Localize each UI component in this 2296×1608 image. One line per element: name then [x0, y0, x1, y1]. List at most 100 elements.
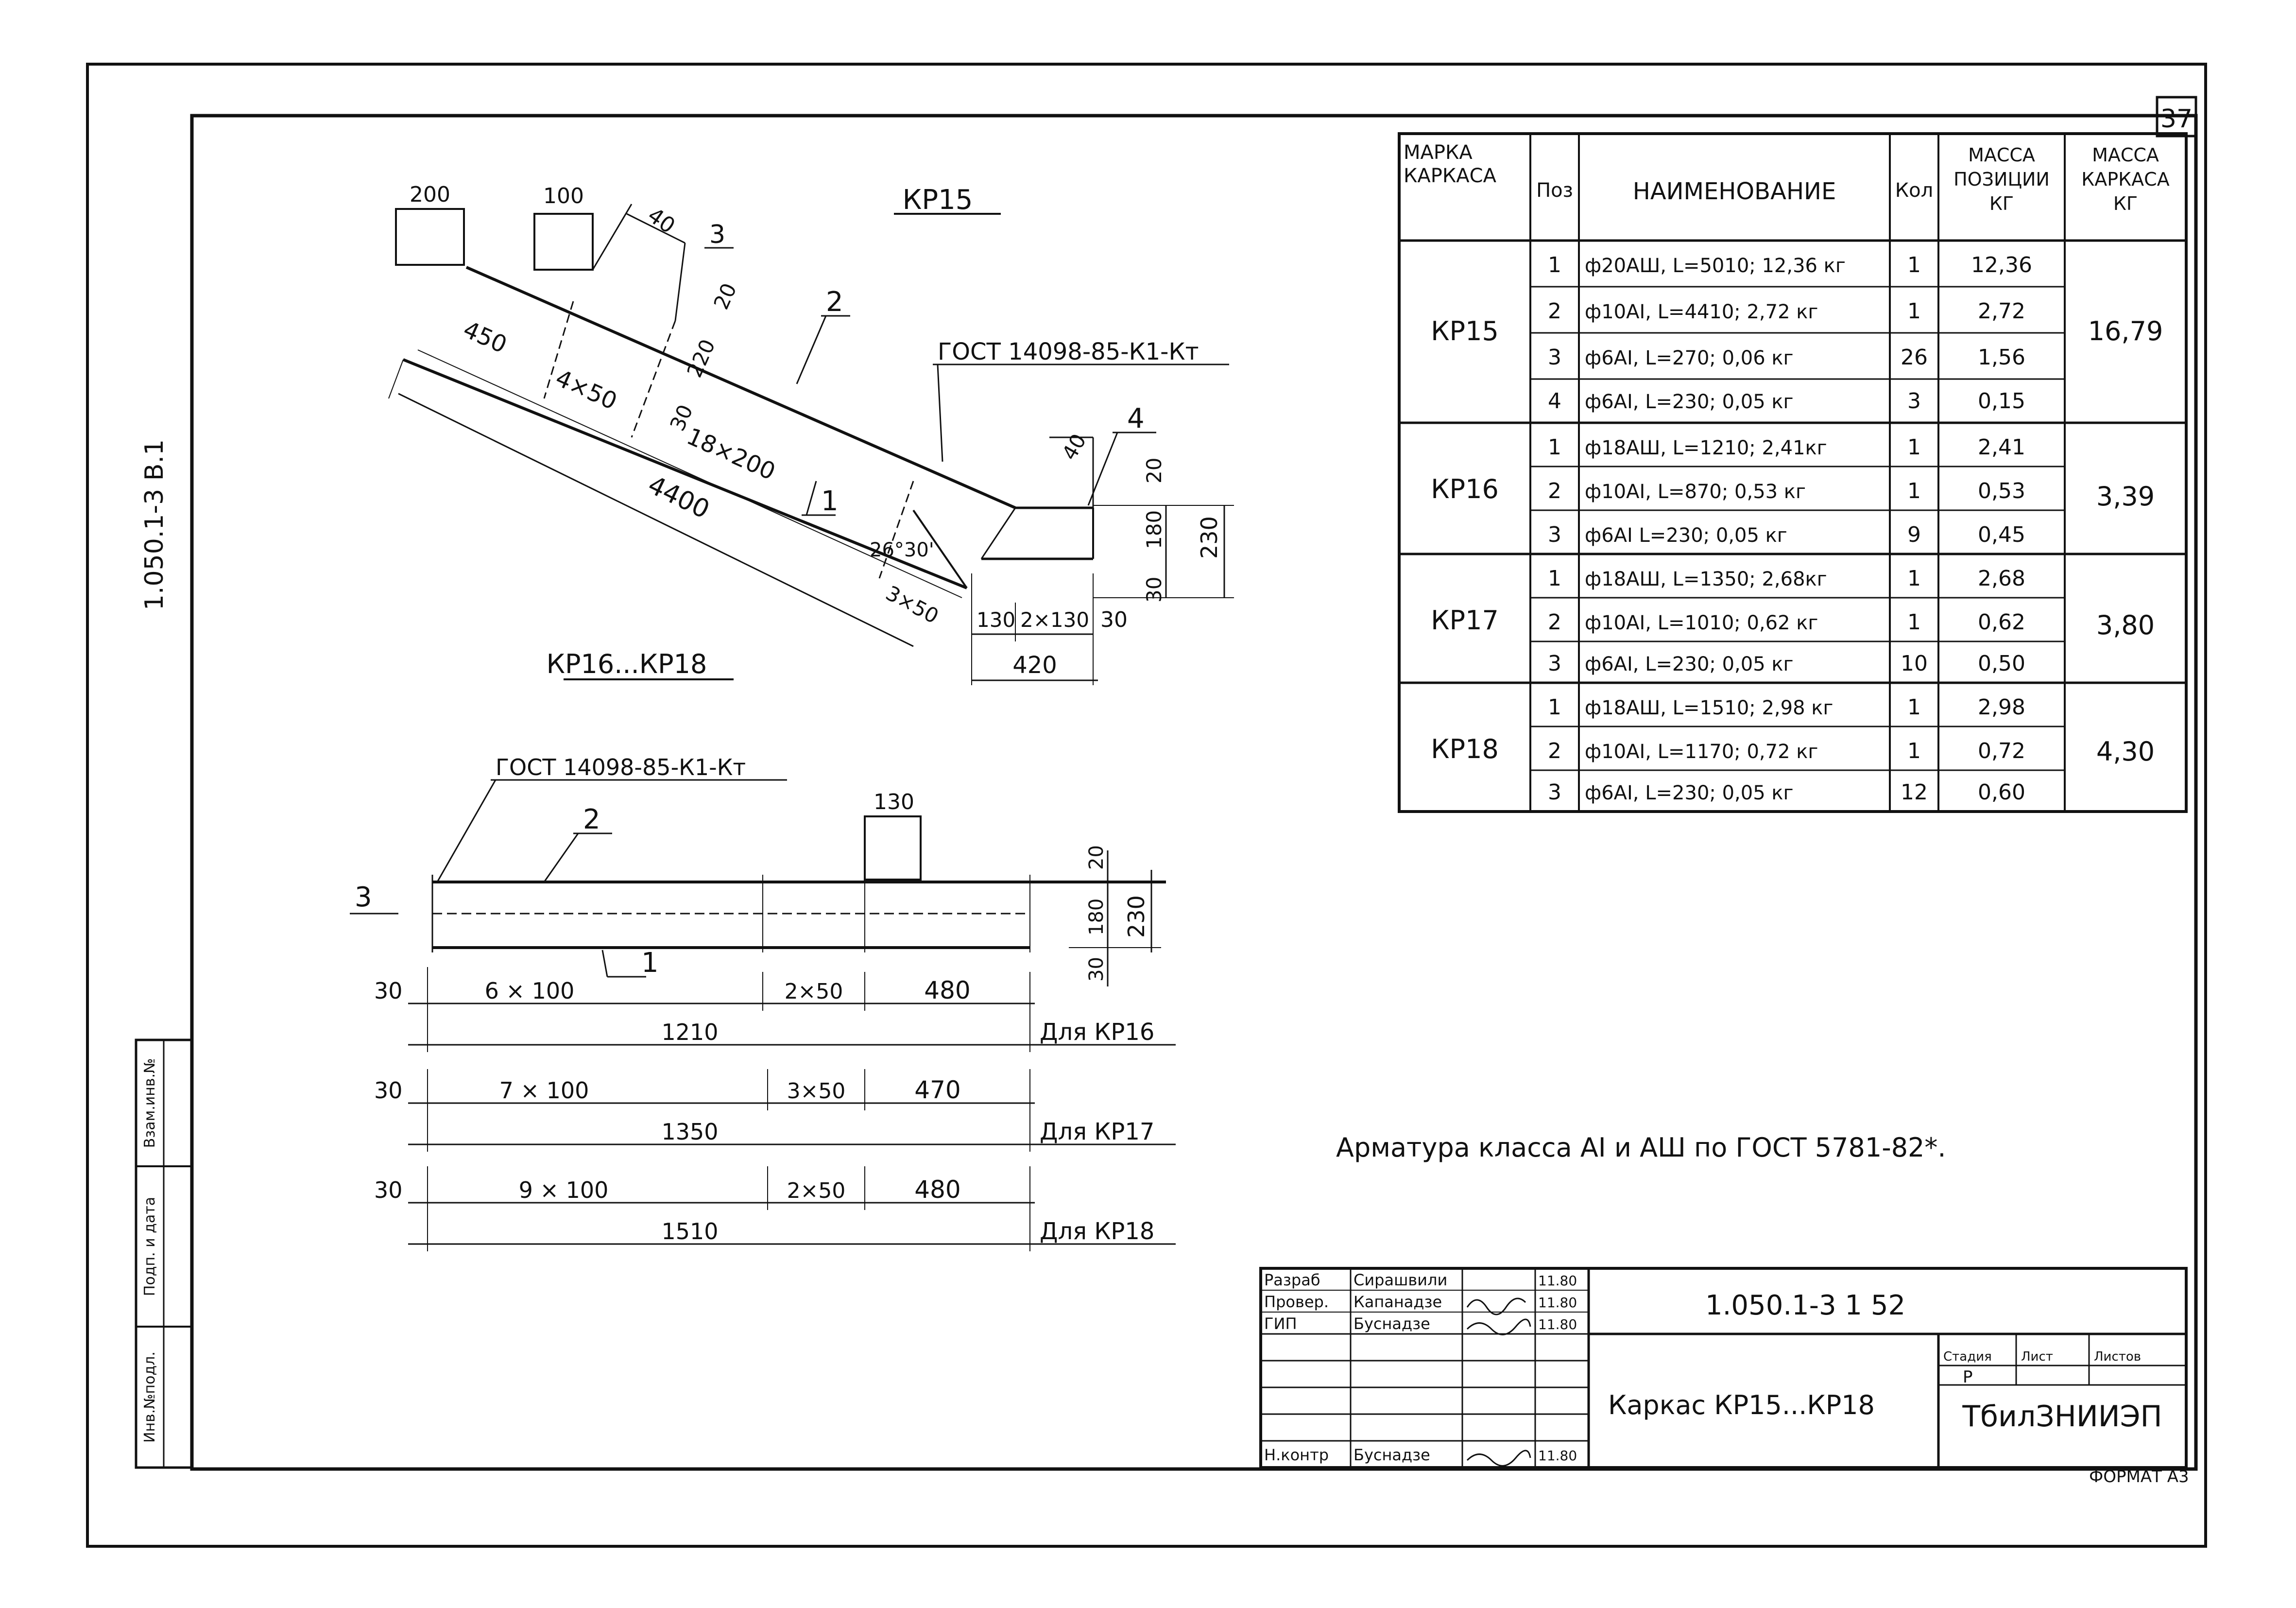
row-qty: 9 [1907, 522, 1921, 547]
row-pos: 2 [1548, 739, 1561, 763]
row-pos: 2 [1548, 610, 1561, 635]
kp15-angle: 26°30' [870, 539, 934, 561]
kp16-18-dim-130: 130 [874, 790, 914, 814]
kp16-18-pos-1: 1 [641, 947, 659, 979]
row2-label: Для КР17 [1040, 1118, 1154, 1145]
kp15-dim-130: 130 [977, 608, 1015, 632]
group-mark: КР16 [1431, 474, 1499, 504]
row-qty: 1 [1907, 566, 1921, 591]
kp15-dim-100: 100 [543, 184, 584, 208]
role-name: Буснадзе [1354, 1314, 1430, 1333]
kp16-18-gost: ГОСТ 14098-85-К1-Кт [496, 754, 746, 780]
signature-3 [1466, 1450, 1531, 1467]
kp15-dim-2x130: 2×130 [1020, 608, 1089, 632]
kp15-dim-220: 220 [682, 336, 720, 381]
stamp-label-2: Подп. и дата [141, 1197, 158, 1296]
row-name: ф6АI, L=270; 0,06 кг [1585, 347, 1794, 369]
kp15-dim-30b: 30 [1100, 607, 1128, 632]
inner-frame [190, 114, 2198, 1471]
kp15-pos-4: 4 [1127, 403, 1145, 434]
row-pos: 2 [1548, 479, 1561, 503]
group-mass: 16,79 [2088, 316, 2163, 346]
organization: ТбилЗНИИЭП [1962, 1400, 2162, 1434]
format-note: ФОРМАТ А3 [2089, 1467, 2189, 1487]
kp15-dim-40: 40 [643, 203, 680, 239]
kp16-18-view: КР16...КР18 ГОСТ 14098-85-К1-Кт 2 3 130 … [350, 649, 1176, 1251]
row-pos: 1 [1548, 253, 1561, 277]
side-code: 1.050.1-3 В.1 [140, 439, 169, 610]
kp15-dim-40b: 40 [1057, 430, 1091, 464]
stamp-label-1: Взам.инв.№ [141, 1058, 158, 1148]
group-mass: 4,30 [2096, 736, 2155, 767]
header-frame-mass: МАССА КАРКАСА КГ [2081, 144, 2170, 214]
row-qty: 1 [1907, 253, 1921, 277]
row-qty: 1 [1907, 610, 1921, 635]
role-name: Буснадзе [1354, 1446, 1430, 1464]
row-mass: 0,15 [1978, 389, 2025, 414]
row1-b: 2×50 [785, 979, 843, 1004]
row2-c: 470 [914, 1076, 960, 1104]
row-name: ф18АШ, L=1510; 2,98 кг [1585, 697, 1833, 719]
row-name: ф10АI, L=1170; 0,72 кг [1585, 741, 1818, 763]
row-mass: 0,62 [1978, 610, 2025, 635]
row-mass: 0,50 [1978, 651, 2025, 676]
row-name: ф6АI, L=230; 0,05 кг [1585, 391, 1794, 413]
kp15-dim-3x50: 3×50 [882, 581, 942, 628]
row-mass: 0,72 [1978, 739, 2025, 763]
group-mark: КР18 [1431, 734, 1499, 764]
header-mark: МАРКА КАРКАСА [1404, 141, 1496, 187]
kp15-dim-420: 420 [1012, 652, 1057, 679]
kp15-dim-20: 20 [709, 279, 741, 313]
row-name: ф10АI, L=1010; 0,62 кг [1585, 612, 1818, 634]
row3-b: 2×50 [787, 1178, 846, 1203]
role-date: 11.80 [1538, 1316, 1577, 1332]
kp15-view: КР15 200 100 40 3 2 ГОСТ 14098-85-К1-Кт [388, 182, 1234, 685]
drawing-title: Каркас КР15...КР18 [1608, 1390, 1875, 1420]
role-label: Разраб [1264, 1271, 1320, 1289]
outer-border [86, 63, 2207, 1548]
header-qty: Кол [1895, 179, 1933, 202]
row-mass: 2,72 [1978, 299, 2025, 324]
row-name: ф10АI, L=870; 0,53 кг [1585, 481, 1806, 503]
row-mass: 2,68 [1978, 566, 2025, 591]
kp16-18-dim-row-1: 30 6 × 100 2×50 480 1210 Для КР16 [374, 967, 1176, 1052]
kp15-pos-1: 1 [821, 485, 839, 517]
kp15-bar-1 [402, 358, 968, 589]
sheet-number-box [2156, 96, 2197, 138]
stage-label: Стадия [1943, 1349, 1992, 1364]
designation: 1.050.1-3 1 52 [1705, 1290, 1905, 1321]
kp15-dim-450: 450 [459, 316, 511, 359]
row-pos: 3 [1548, 522, 1561, 547]
kp16-18-title: КР16...КР18 [547, 649, 707, 679]
group-mark: КР15 [1431, 316, 1499, 346]
row1-30: 30 [374, 978, 403, 1004]
kp15-dim-20b: 20 [1142, 458, 1166, 484]
row3-c: 480 [914, 1176, 960, 1204]
stage-value: Р [1963, 1367, 1973, 1387]
row2-b: 3×50 [787, 1079, 846, 1104]
kp15-bar-2 [465, 266, 1016, 509]
row-mass: 2,41 [1978, 435, 2025, 460]
row1-c: 480 [924, 976, 970, 1004]
row-name: ф6АI, L=230; 0,05 кг [1585, 653, 1794, 675]
row3-total: 1510 [661, 1218, 718, 1245]
row-pos: 3 [1548, 651, 1561, 676]
role-label: ГИП [1264, 1314, 1297, 1333]
row-name: ф18АШ, L=1350; 2,68кг [1585, 568, 1827, 590]
row-mass: 0,60 [1978, 780, 2025, 805]
row-name: ф10АI, L=4410; 2,72 кг [1585, 301, 1818, 323]
kp15-dim-30c: 30 [1142, 577, 1166, 603]
left-stamp: Взам.инв.№ Подп. и дата Инв.№подл. [135, 1038, 193, 1469]
signature-1 [1466, 1297, 1526, 1315]
row3-label: Для КР18 [1040, 1218, 1154, 1245]
kp15-title: КР15 [903, 184, 973, 216]
role-name: Капанадзе [1354, 1293, 1442, 1311]
row-mass: 2,98 [1978, 695, 2025, 720]
row-name: ф20АШ, L=5010; 12,36 кг [1585, 255, 1846, 277]
kp16-18-dim-230: 230 [1123, 895, 1149, 938]
row-pos: 1 [1548, 566, 1561, 591]
row-pos: 1 [1548, 435, 1561, 460]
signature-2 [1466, 1318, 1531, 1335]
group-mass: 3,80 [2096, 610, 2155, 640]
